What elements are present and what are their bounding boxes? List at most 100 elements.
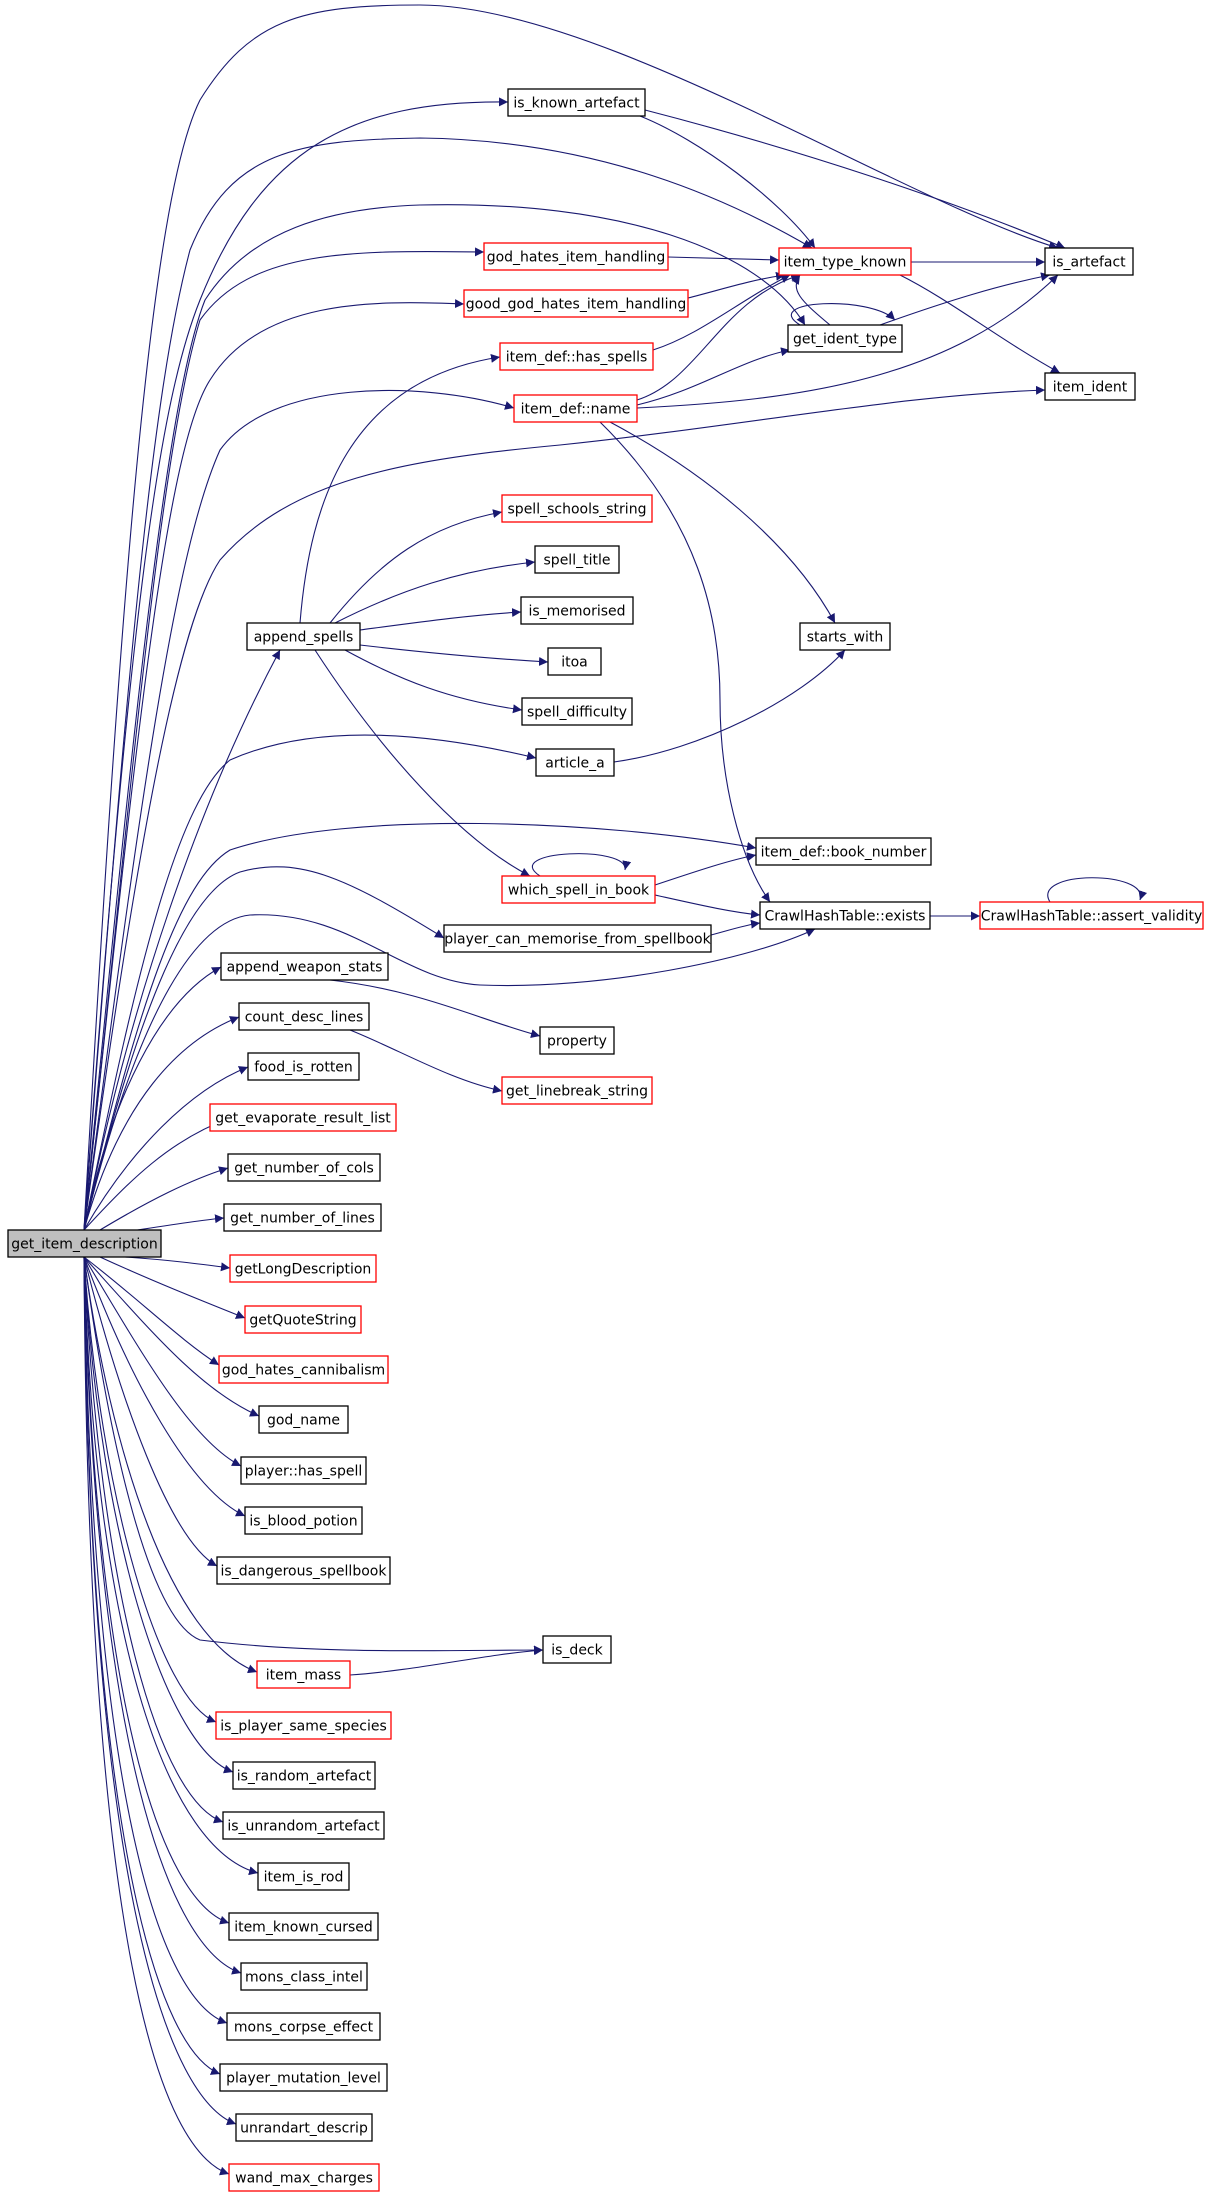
node-item-def-has-spells[interactable]: item_def::has_spells bbox=[499, 342, 654, 371]
edge-item_def_name-to-item_type_known bbox=[636, 273, 801, 401]
node-get-evaporate-result-list[interactable]: get_evaporate_result_list bbox=[209, 1103, 397, 1132]
node-is-dangerous-spellbook[interactable]: is_dangerous_spellbook bbox=[216, 1556, 391, 1585]
node-box bbox=[799, 622, 891, 651]
node-append-spells[interactable]: append_spells bbox=[246, 622, 361, 651]
edge-item_def_name-to-crawl_exists bbox=[599, 421, 771, 903]
node-god-hates-item-handling[interactable]: god_hates_item_handling bbox=[483, 242, 669, 271]
node-label: spell_difficulty bbox=[527, 705, 627, 721]
node-property[interactable]: property bbox=[539, 1026, 615, 1055]
node-article-a[interactable]: article_a bbox=[535, 748, 615, 777]
node-crawl-exists[interactable]: CrawlHashTable::exists bbox=[759, 901, 931, 930]
edge-root-to-getQuoteString bbox=[99, 1256, 246, 1319]
node-player-can-memorise[interactable]: player_can_memorise_from_spellbook bbox=[443, 924, 712, 953]
edge-root-to-count_desc_lines bbox=[83, 1016, 240, 1231]
node-god-name[interactable]: god_name bbox=[258, 1405, 349, 1434]
node-box bbox=[247, 1052, 360, 1081]
edge-item_def_has_spells-to-item_type_known bbox=[652, 274, 791, 351]
node-mons-class-intel[interactable]: mons_class_intel bbox=[240, 1962, 368, 1991]
node-get-number-of-lines[interactable]: get_number_of_lines bbox=[223, 1203, 382, 1232]
node-spell-difficulty[interactable]: spell_difficulty bbox=[521, 697, 633, 726]
edge-good_god_hates_item_handling-to-item_type_known bbox=[687, 271, 786, 299]
node-spell-schools-string[interactable]: spell_schools_string bbox=[501, 494, 653, 523]
node-get-number-of-cols[interactable]: get_number_of_cols bbox=[227, 1153, 381, 1182]
node-is-player-same-species[interactable]: is_player_same_species bbox=[215, 1711, 392, 1740]
edge-player_can_memorise-to-crawl_exists bbox=[710, 919, 761, 936]
node-box bbox=[227, 1153, 381, 1182]
node-append-weapon-stats[interactable]: append_weapon_stats bbox=[220, 952, 389, 981]
node-label: get_item_description bbox=[11, 1237, 157, 1253]
node-label: is_unrandom_artefact bbox=[227, 1819, 380, 1835]
node-box bbox=[232, 1761, 376, 1790]
edge-root-to-player_mutation_level bbox=[83, 1256, 221, 2075]
node-box bbox=[542, 1635, 612, 1664]
node-label: is_random_artefact bbox=[237, 1769, 372, 1785]
node-box bbox=[979, 901, 1204, 930]
node-get-ident-type[interactable]: get_ident_type bbox=[787, 324, 903, 353]
node-good-god-hates-item-handling[interactable]: good_god_hates_item_handling bbox=[463, 289, 689, 318]
node-item-type-known[interactable]: item_type_known bbox=[778, 247, 912, 276]
edge-root-to-append_spells bbox=[83, 649, 281, 1231]
edge-which_spell_in_book-to-crawl_exists bbox=[654, 894, 761, 919]
edge-root-to-is_deck bbox=[83, 1256, 544, 1655]
node-box bbox=[257, 1862, 350, 1891]
node-getQuoteString[interactable]: getQuoteString bbox=[244, 1305, 362, 1334]
edge-append_spells-to-spell_title bbox=[334, 558, 536, 624]
node-god-hates-cannibalism[interactable]: god_hates_cannibalism bbox=[218, 1355, 389, 1384]
node-label: append_spells bbox=[254, 630, 354, 646]
node-is-unrandom-artefact[interactable]: is_unrandom_artefact bbox=[222, 1811, 385, 1840]
node-box bbox=[547, 647, 602, 676]
node-is-artefact[interactable]: is_artefact bbox=[1044, 247, 1134, 276]
edge-append_spells-to-itoa bbox=[359, 644, 549, 666]
node-itoa[interactable]: itoa bbox=[547, 647, 602, 676]
node-label: which_spell_in_book bbox=[508, 883, 650, 899]
node-mons-corpse-effect[interactable]: mons_corpse_effect bbox=[226, 2012, 381, 2041]
node-is-random-artefact[interactable]: is_random_artefact bbox=[232, 1761, 376, 1790]
node-label: player_can_memorise_from_spellbook bbox=[444, 932, 711, 948]
node-spell-title[interactable]: spell_title bbox=[534, 545, 620, 574]
edge-god_hates_item_handling-to-item_type_known bbox=[667, 255, 780, 265]
node-label: good_god_hates_item_handling bbox=[466, 297, 686, 313]
node-item-mass[interactable]: item_mass bbox=[256, 1660, 351, 1689]
node-label: item_is_rod bbox=[264, 1870, 344, 1886]
node-label: get_evaporate_result_list bbox=[215, 1111, 391, 1127]
edge-root-to-item_known_cursed bbox=[83, 1256, 230, 1925]
node-label: is_memorised bbox=[528, 604, 625, 620]
node-label: item_type_known bbox=[784, 255, 907, 271]
node-box bbox=[226, 2012, 381, 2041]
edge-append_spells-to-spell_difficulty bbox=[344, 649, 523, 714]
node-is-memorised[interactable]: is_memorised bbox=[520, 596, 634, 625]
edge-append_spells-to-spell_schools_string bbox=[329, 509, 503, 624]
node-label: is_artefact bbox=[1052, 255, 1126, 271]
node-player-has-spell[interactable]: player::has_spell bbox=[240, 1456, 367, 1485]
node-which-spell-in-book[interactable]: which_spell_in_book bbox=[501, 875, 656, 904]
node-is-blood-potion[interactable]: is_blood_potion bbox=[244, 1506, 363, 1535]
node-box bbox=[219, 2063, 388, 2092]
node-item-is-rod[interactable]: item_is_rod bbox=[257, 1862, 350, 1891]
node-starts-with[interactable]: starts_with bbox=[799, 622, 891, 651]
node-box bbox=[215, 1711, 392, 1740]
node-label: wand_max_charges bbox=[235, 2171, 373, 2187]
node-label: article_a bbox=[545, 756, 605, 772]
node-player-mutation-level[interactable]: player_mutation_level bbox=[219, 2063, 388, 2092]
node-crawl-assert[interactable]: CrawlHashTable::assert_validity bbox=[979, 901, 1204, 930]
node-box bbox=[521, 697, 633, 726]
node-wand-max-charges[interactable]: wand_max_charges bbox=[228, 2163, 380, 2192]
node-root[interactable]: get_item_description bbox=[7, 1229, 162, 1258]
node-item-def-book-number[interactable]: item_def::book_number bbox=[755, 837, 932, 866]
node-count-desc-lines[interactable]: count_desc_lines bbox=[238, 1002, 370, 1031]
node-getLongDescription[interactable]: getLongDescription bbox=[229, 1254, 377, 1283]
node-box bbox=[535, 748, 615, 777]
node-is-deck[interactable]: is_deck bbox=[542, 1635, 612, 1664]
node-label: god_hates_cannibalism bbox=[222, 1363, 385, 1379]
node-is-known-artefact[interactable]: is_known_artefact bbox=[507, 88, 646, 117]
node-item-ident[interactable]: item_ident bbox=[1044, 372, 1136, 401]
edge-root-to-god_name bbox=[83, 1256, 260, 1417]
node-label: item_known_cursed bbox=[234, 1920, 373, 1936]
node-label: player::has_spell bbox=[245, 1464, 363, 1480]
node-item-def-name[interactable]: item_def::name bbox=[513, 394, 638, 423]
node-unrandart-descrip[interactable]: unrandart_descrip bbox=[235, 2113, 373, 2142]
node-item-known-cursed[interactable]: item_known_cursed bbox=[228, 1912, 379, 1941]
node-box bbox=[216, 1556, 391, 1585]
node-food-is-rotten[interactable]: food_is_rotten bbox=[247, 1052, 360, 1081]
node-get-linebreak-string[interactable]: get_linebreak_string bbox=[501, 1076, 653, 1105]
